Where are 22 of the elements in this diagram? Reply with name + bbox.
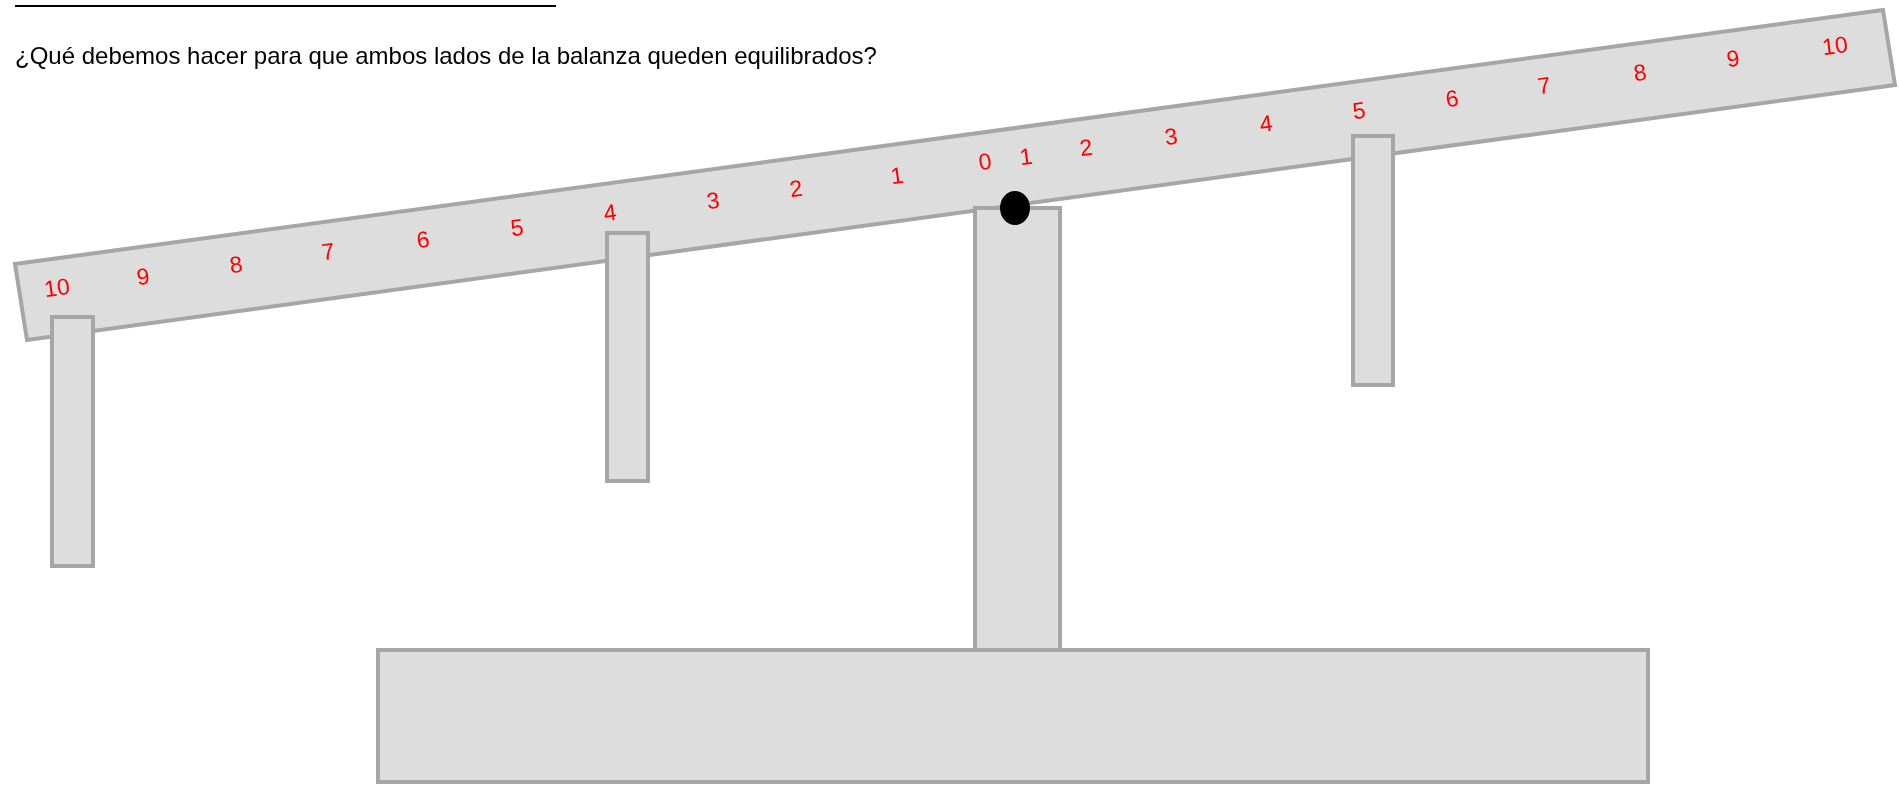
scale-number: 1 bbox=[889, 163, 906, 188]
scale-number: 4 bbox=[1257, 111, 1274, 136]
scale-number: 3 bbox=[705, 188, 722, 214]
scale-number: 1 bbox=[1017, 145, 1034, 170]
scale-number: 10 bbox=[42, 275, 72, 302]
scale-number: 6 bbox=[1444, 87, 1460, 112]
scale-number: 7 bbox=[320, 239, 337, 265]
scale-number: 5 bbox=[509, 215, 525, 240]
scale-number: 2 bbox=[1078, 135, 1095, 160]
scale-number: 10 bbox=[1820, 32, 1849, 60]
scale-number: 9 bbox=[1725, 47, 1741, 72]
scale-number: 8 bbox=[1631, 60, 1648, 85]
scale-number: 9 bbox=[135, 265, 151, 290]
question-text: ¿Qué debemos hacer para que ambos lados de la balanza queden equilibrados? bbox=[15, 42, 877, 70]
scale-number: 0 bbox=[976, 150, 993, 175]
scale-number: 6 bbox=[414, 227, 431, 253]
scale-number: 8 bbox=[228, 252, 245, 278]
scale-number: 3 bbox=[1163, 124, 1179, 150]
scale-number: 2 bbox=[787, 176, 804, 202]
scale-number: 4 bbox=[602, 200, 619, 226]
scale-number: 5 bbox=[1350, 99, 1367, 124]
scale-number: 7 bbox=[1536, 73, 1552, 99]
